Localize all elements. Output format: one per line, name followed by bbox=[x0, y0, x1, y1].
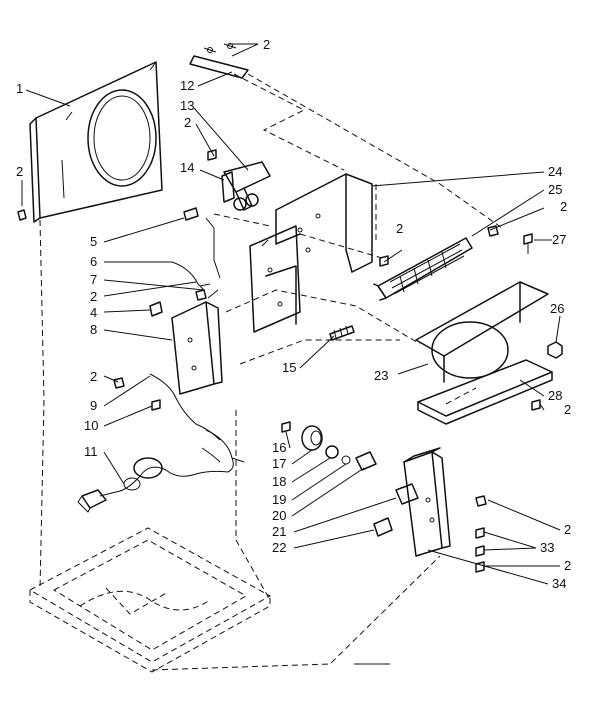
part-10-screw bbox=[151, 399, 161, 411]
callout-6: 6 bbox=[90, 254, 97, 269]
part-7-thermostat bbox=[199, 283, 219, 299]
callout-9: 9 bbox=[90, 398, 97, 413]
callout-26: 26 bbox=[550, 301, 564, 316]
callout-1: 1 bbox=[16, 81, 23, 96]
callout-2: 2 bbox=[564, 402, 571, 417]
part-5-bracket bbox=[183, 207, 221, 279]
callout-2: 2 bbox=[396, 221, 403, 236]
base-pan-outline bbox=[28, 527, 272, 673]
part-25-louver-grille bbox=[373, 237, 473, 301]
callout-14: 14 bbox=[180, 160, 194, 175]
callout-25: 25 bbox=[548, 182, 562, 197]
callout-24: 24 bbox=[548, 164, 562, 179]
assembly-reference-lines bbox=[39, 73, 503, 671]
leader-lines bbox=[21, 43, 561, 665]
part-8-mounting-plate bbox=[171, 301, 223, 395]
part-13-capacitor-bracket bbox=[223, 161, 271, 211]
callout-23: 23 bbox=[374, 368, 388, 383]
part-33-screws bbox=[475, 527, 485, 557]
callout-22: 22 bbox=[272, 540, 286, 555]
callout-21: 21 bbox=[272, 524, 286, 539]
callout-2: 2 bbox=[90, 289, 97, 304]
part-28-base-tray bbox=[417, 359, 553, 425]
part-18-bushing bbox=[325, 445, 339, 459]
callout-4: 4 bbox=[90, 305, 97, 320]
part-23-blower-scroll bbox=[415, 281, 549, 383]
fastener-screws bbox=[17, 149, 541, 573]
callout-20: 20 bbox=[272, 508, 286, 523]
part-26-nut bbox=[547, 341, 563, 359]
callout-5: 5 bbox=[90, 234, 97, 249]
part-20-switch-shaft bbox=[355, 451, 377, 471]
callout-19: 19 bbox=[272, 492, 286, 507]
callout-2: 2 bbox=[90, 369, 97, 384]
callout-10: 10 bbox=[84, 418, 98, 433]
part-14-clip bbox=[221, 171, 235, 203]
part-19-washer bbox=[341, 455, 351, 465]
callout-18: 18 bbox=[272, 474, 286, 489]
callout-2: 2 bbox=[184, 115, 191, 130]
callout-11: 11 bbox=[84, 444, 98, 459]
callout-28: 28 bbox=[548, 388, 562, 403]
callout-16: 16 bbox=[272, 440, 286, 455]
part-16-screw bbox=[281, 421, 291, 433]
part-15-heatsink bbox=[329, 325, 355, 341]
callout-7: 7 bbox=[90, 272, 97, 287]
callout-2: 2 bbox=[560, 199, 567, 214]
part-17-knob bbox=[301, 425, 323, 451]
callout-2: 2 bbox=[16, 164, 23, 179]
callout-33: 33 bbox=[540, 540, 554, 555]
callout-labels: 1 2 2 2 2 2 2 2 2 2 2 4 5 6 7 8 9 10 11 … bbox=[16, 37, 571, 591]
callout-34: 34 bbox=[552, 576, 566, 591]
part-11-power-cord bbox=[77, 429, 245, 513]
callout-2: 2 bbox=[564, 522, 571, 537]
part-34-control-panel bbox=[403, 447, 451, 557]
callout-13: 13 bbox=[180, 98, 194, 113]
part-22-rocker-switch bbox=[373, 517, 393, 537]
callout-2: 2 bbox=[564, 558, 571, 573]
part-6-wire bbox=[171, 261, 205, 291]
callout-27: 27 bbox=[552, 232, 566, 247]
part-4-clip bbox=[149, 301, 163, 317]
callout-15: 15 bbox=[282, 360, 296, 375]
callout-2: 2 bbox=[263, 37, 270, 52]
part-27-screw bbox=[523, 233, 533, 254]
part-12-top-bracket bbox=[189, 43, 249, 79]
part-1-front-shroud bbox=[29, 61, 163, 223]
callout-8: 8 bbox=[90, 322, 97, 337]
part-24-control-bracket bbox=[249, 173, 373, 333]
callout-12: 12 bbox=[180, 78, 194, 93]
callout-17: 17 bbox=[272, 456, 286, 471]
